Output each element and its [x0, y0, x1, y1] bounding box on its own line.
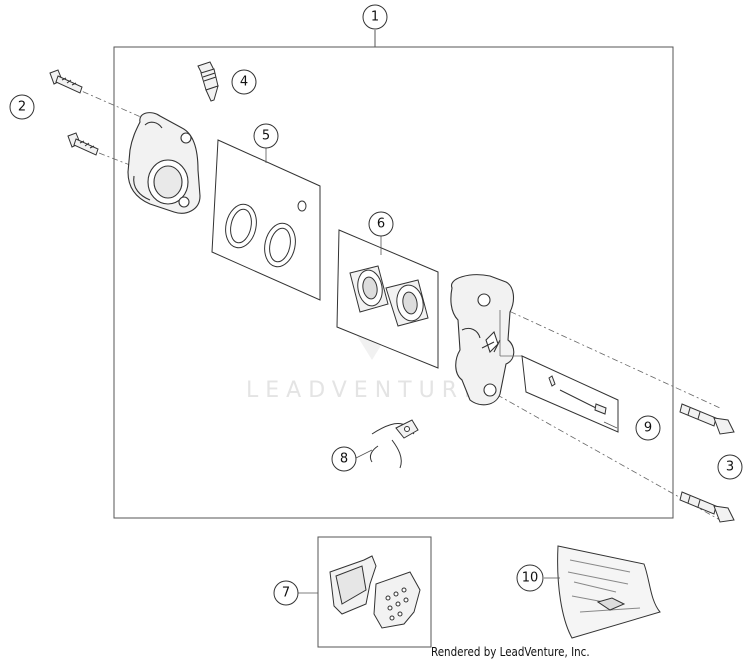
svg-text:9: 9 — [644, 421, 652, 436]
callout-7: 7 — [273, 580, 299, 606]
caliper-half-left — [127, 112, 201, 214]
callout-1: 1 — [362, 4, 388, 30]
warning-label — [557, 545, 661, 639]
callout-3: 3 — [717, 454, 743, 480]
mounting-bolt-lower — [679, 491, 735, 523]
credit-text: Rendered by LeadVenture, Inc. — [431, 645, 590, 659]
caliper-bolt-upper — [49, 69, 83, 94]
svg-text:7: 7 — [282, 586, 290, 601]
caliper-half-right — [450, 274, 515, 406]
svg-text:6: 6 — [377, 217, 385, 232]
svg-text:4: 4 — [240, 75, 248, 90]
callout-10: 10 — [516, 564, 544, 592]
svg-text:8: 8 — [340, 452, 348, 467]
callout-9: 9 — [635, 415, 661, 441]
caliper-support-kit — [521, 355, 619, 433]
watermark-text: LEADVENTURE — [246, 378, 485, 403]
callout-5: 5 — [253, 123, 279, 149]
callout-4: 4 — [231, 69, 257, 95]
svg-text:10: 10 — [522, 571, 539, 586]
callout-8: 8 — [331, 446, 357, 472]
svg-text:2: 2 — [18, 100, 26, 115]
piston-kit — [336, 229, 439, 369]
svg-text:1: 1 — [371, 10, 379, 25]
callout-2: 2 — [9, 94, 35, 120]
seal-kit — [211, 139, 321, 301]
mounting-bolt-upper — [679, 403, 735, 435]
brake-pads — [329, 555, 421, 629]
svg-text:5: 5 — [262, 129, 270, 144]
svg-text:3: 3 — [726, 460, 734, 475]
assembly-frame — [113, 46, 674, 519]
pad-spring — [369, 419, 419, 469]
callout-6: 6 — [368, 211, 394, 237]
callout-leaders — [265, 148, 618, 594]
caliper-bolt-lower — [67, 132, 99, 156]
bleeder-valve — [197, 61, 219, 102]
